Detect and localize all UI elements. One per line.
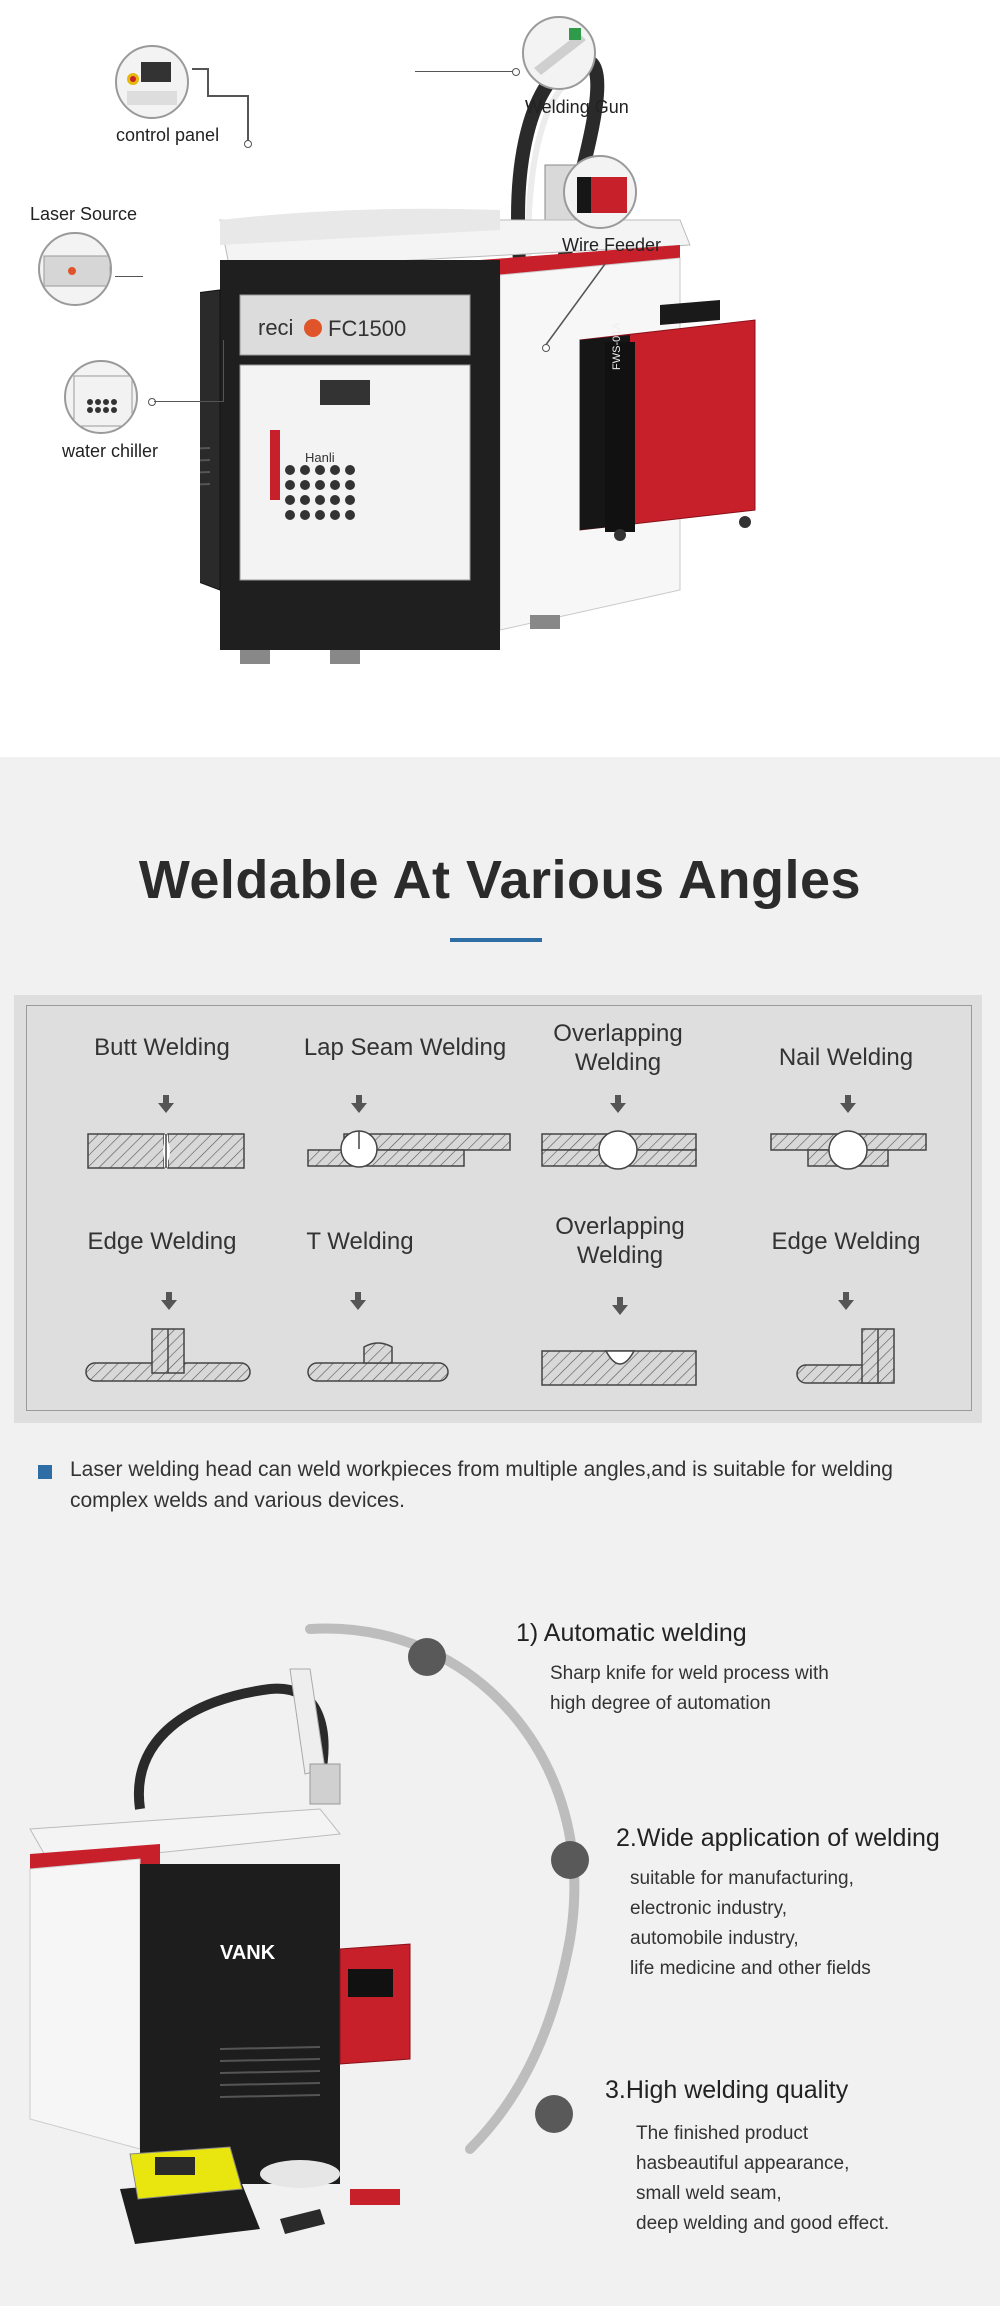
overlapping-weld-diagram-2 [541,1350,697,1386]
laser-welding-machine-illustration: reci FC1500 Hanli FWS-01A [200,52,756,664]
feature-marker-icon [535,2095,573,2133]
feature-description: suitable for manufacturing, electronic i… [630,1868,871,1979]
arrow-icon [612,1297,628,1315]
wire-feeder-leader [544,263,606,347]
feature-marker-icon [408,1638,446,1676]
lap-seam-weld-diagram [307,1130,511,1168]
feature-title: 3.High welding quality [605,2076,849,2104]
weld-type-label: Nail Welding [778,1044,914,1071]
features-section: VANK 1) Automatic welding Sharp knife fo… [0,1589,1000,2306]
angles-note: Laser welding head can weld workpieces f… [70,1458,893,1512]
weld-type-label: Overlapping Welding [553,1020,683,1076]
arrow-icon [350,1292,366,1310]
title-underline [450,938,542,942]
brand-logo: VANK [220,1942,276,1964]
feature-marker-icon [551,1841,589,1879]
wire-feeder-thumbnail [563,155,637,229]
water-chiller-label: water chiller [62,441,159,461]
weld-diagrams [85,1095,927,1386]
chiller-brand: Hanli [305,450,335,465]
feature-title: 1) Automatic welding [516,1619,747,1647]
machine-overview-section: reci FC1500 Hanli FWS-01A co [0,0,1000,757]
edge-weld-diagram [85,1328,251,1382]
wire-feeder-label: Wire Feeder [562,235,662,255]
weld-angles-section: Weldable At Various Angles Butt Welding … [0,757,1000,1589]
welding-gun-label: Welding Gun [525,97,629,117]
feature-description: The finished product hasbeautiful appear… [636,2123,890,2234]
t-weld-diagram [307,1342,449,1382]
laser-source-model: FC1500 [328,316,406,341]
arrow-icon [610,1095,626,1113]
weld-type-label: Edge Welding [87,1228,237,1255]
weld-type-label: Edge Welding [771,1228,921,1255]
weld-type-label: Lap Seam Welding [303,1034,507,1061]
feature-title: 2.Wide application of welding [616,1824,940,1852]
laser-source-brand: reci [258,315,293,340]
control-panel-thumbnail [115,45,189,119]
weld-type-label: Butt Welding [94,1034,230,1061]
section-title: Weldable At Various Angles [138,850,862,910]
feeder-model: FWS-01A [611,322,623,370]
arrow-icon [840,1095,856,1113]
bullet-square-icon [38,1465,52,1479]
weld-type-label: Overlapping Welding [555,1213,685,1269]
control-panel-label: control panel [116,125,220,145]
laser-source-thumbnail [38,232,112,306]
weld-type-label: T Welding [306,1228,414,1255]
welding-gun-thumbnail [522,16,596,90]
butt-weld-diagram [87,1133,245,1169]
nail-weld-diagram [770,1130,927,1170]
welding-kit-illustration: VANK [29,1668,411,2244]
laser-source-label: Laser Source [30,204,138,224]
water-chiller-thumbnail [64,360,138,434]
overlapping-weld-diagram [541,1130,697,1170]
edge-weld-diagram-2 [796,1328,895,1384]
arrow-icon [161,1292,177,1310]
arrow-icon [351,1095,367,1113]
feature-description: Sharp knife for weld process with high d… [550,1663,829,1714]
arrow-icon [158,1095,174,1113]
arrow-icon [838,1292,854,1310]
